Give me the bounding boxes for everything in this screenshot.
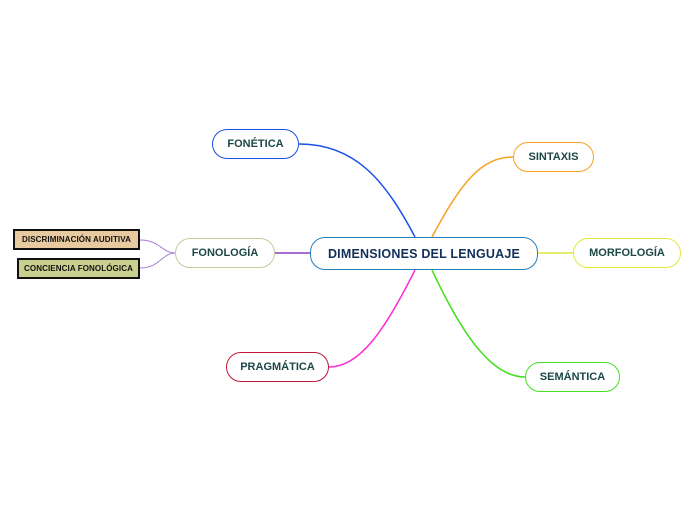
subtopic-discriminacion-auditiva[interactable]: DISCRIMINACIÓN AUDITIVA (13, 229, 140, 250)
subtopic-conciencia-fonologica[interactable]: CONCIENCIA FONOLÓGICA (17, 258, 140, 279)
topic-fonetica-label: FONÉTICA (227, 138, 284, 150)
subtopic-conciencia-label: CONCIENCIA FONOLÓGICA (24, 264, 133, 273)
subtopic-discriminacion-label: DISCRIMINACIÓN AUDITIVA (22, 235, 131, 244)
topic-semantica[interactable]: SEMÁNTICA (525, 362, 620, 392)
topic-morfologia-label: MORFOLOGÍA (589, 247, 665, 259)
link-discriminacion (139, 239, 176, 254)
topic-sintaxis[interactable]: SINTAXIS (513, 142, 594, 172)
link-sintaxis (431, 156, 514, 238)
topic-morfologia[interactable]: MORFOLOGÍA (573, 238, 681, 268)
topic-pragmatica-label: PRAGMÁTICA (240, 361, 315, 373)
central-topic[interactable]: DIMENSIONES DEL LENGUAJE (310, 237, 538, 270)
topic-fonologia-label: FONOLOGÍA (191, 247, 259, 259)
topic-fonologia[interactable]: FONOLOGÍA (175, 238, 275, 268)
link-semantica (431, 269, 526, 378)
link-conciencia (139, 252, 176, 269)
topic-fonetica[interactable]: FONÉTICA (212, 129, 299, 159)
central-topic-label: DIMENSIONES DEL LENGUAJE (327, 246, 521, 261)
topic-semantica-label: SEMÁNTICA (539, 371, 606, 383)
topic-pragmatica[interactable]: PRAGMÁTICA (226, 352, 329, 382)
link-pragmatica (328, 269, 416, 368)
topic-sintaxis-label: SINTAXIS (528, 151, 579, 163)
link-fonetica (298, 143, 416, 238)
